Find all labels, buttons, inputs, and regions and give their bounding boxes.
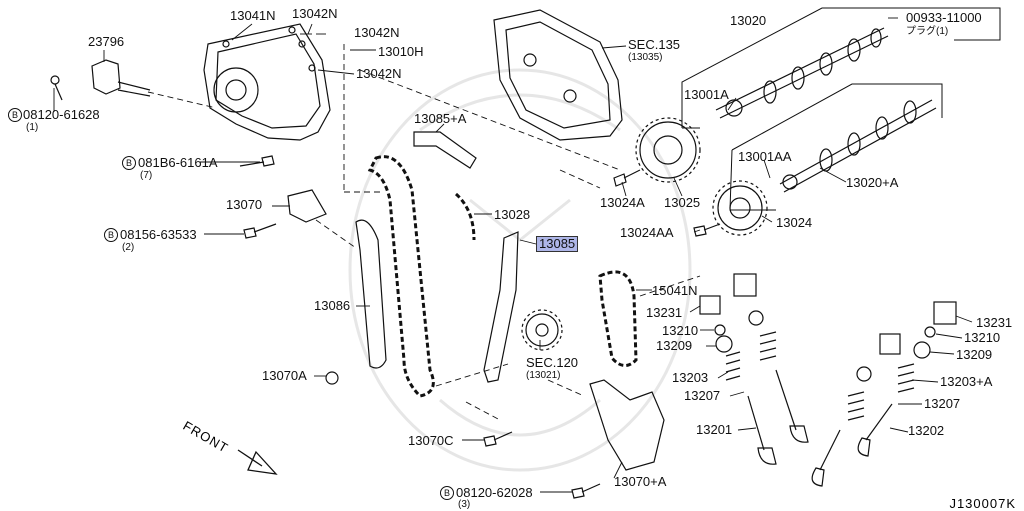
bolt-marker-1: B [8, 108, 22, 122]
camshaft-lower [779, 99, 937, 193]
part-13024AA: 13024AA [620, 225, 674, 240]
part-13209-right: 13209 [956, 347, 993, 362]
cam-sensor [50, 59, 151, 101]
part-13201: 13201 [696, 422, 733, 437]
part-13042N-c: 13042N [356, 66, 402, 81]
part-13070C: 13070C [408, 433, 454, 448]
tensioner-13070 [287, 189, 327, 223]
qty-08120-62028: (3) [458, 499, 471, 510]
leader-lines [53, 17, 973, 493]
watermark [348, 68, 692, 472]
qty-08156-63533: (2) [122, 242, 135, 253]
sec-120-ref: (13021) [526, 370, 561, 381]
camshaft-upper [715, 27, 889, 119]
part-13001AA: 13001AA [738, 149, 792, 164]
part-13070A2: 13070+A [614, 474, 667, 489]
part-08120-61628: 08120-61628 [23, 107, 100, 122]
primary-chain [367, 155, 435, 398]
part-13042N-b: 13042N [354, 25, 400, 40]
part-13207-right: 13207 [924, 396, 961, 411]
sec-135: SEC.135 [628, 37, 681, 52]
part-13028: 13028 [494, 207, 531, 222]
crank-sprocket [521, 309, 563, 351]
part-13210-right: 13210 [964, 330, 1001, 345]
bolt-marker-3: B [104, 228, 118, 242]
part-13085-highlighted[interactable]: 13085 [536, 236, 579, 252]
bolt-marker-2: B [122, 156, 136, 170]
part-13020: 13020 [730, 13, 767, 28]
guide-13085A [413, 131, 477, 169]
part-13207-left: 13207 [684, 388, 721, 403]
guide-13086 [355, 219, 387, 369]
dashed-links [147, 44, 701, 421]
guide-13085 [483, 231, 519, 383]
part-08120-62028: 08120-62028 [456, 485, 533, 500]
part-13209-left: 13209 [656, 338, 693, 353]
tensioner-13070A2 [589, 379, 665, 471]
sec-120: SEC.120 [526, 355, 579, 370]
valve-train-right [811, 301, 957, 487]
part-00933-11000: 00933-11000 [906, 10, 982, 25]
valve-train-left [699, 273, 809, 465]
part-13025: 13025 [664, 195, 701, 210]
part-13024: 13024 [776, 215, 813, 230]
part-13085A: 13085+A [414, 111, 467, 126]
diagram-code: J130007K [949, 496, 1016, 511]
valve-cover [493, 9, 623, 141]
part-13042N-a: 13042N [292, 6, 338, 21]
part-13231-right: 13231 [976, 315, 1013, 330]
part-081B6-6161A: 081B6-6161A [138, 155, 218, 170]
qty-081B6-6161A: (7) [140, 170, 153, 181]
plug-note: プラグ(1) [906, 26, 949, 37]
part-13070: 13070 [226, 197, 263, 212]
qty-08120-61628: (1) [26, 122, 39, 133]
bolts [239, 155, 721, 499]
part-13010H: 13010H [378, 44, 424, 59]
part-13041N: 13041N [230, 8, 276, 23]
front-cover [203, 23, 331, 141]
part-13020A: 13020+A [846, 175, 899, 190]
part-13202: 13202 [908, 423, 945, 438]
bolt-marker-4: B [440, 486, 454, 500]
cam-sprocket-13024 [712, 180, 768, 236]
secondary-chain [598, 270, 638, 367]
part-13001A: 13001A [684, 87, 729, 102]
part-13203-left: 13203 [672, 370, 709, 385]
cam-sprocket-13025 [635, 117, 701, 183]
part-13210-left: 13210 [662, 323, 699, 338]
chain-guide-13028 [454, 192, 476, 241]
front-arrow [237, 449, 278, 475]
part-08156-63533: 08156-63533 [120, 227, 197, 242]
part-13024A: 13024A [600, 195, 645, 210]
part-13231-left: 13231 [646, 305, 683, 320]
part-13203A: 13203+A [940, 374, 993, 389]
camshaft-frame [681, 7, 1001, 128]
part-15041N: 15041N [652, 283, 698, 298]
part-13086: 13086 [314, 298, 351, 313]
part-13070A: 13070A [262, 368, 307, 383]
part-23796: 23796 [88, 34, 125, 49]
sec-135-ref: (13035) [628, 52, 663, 63]
